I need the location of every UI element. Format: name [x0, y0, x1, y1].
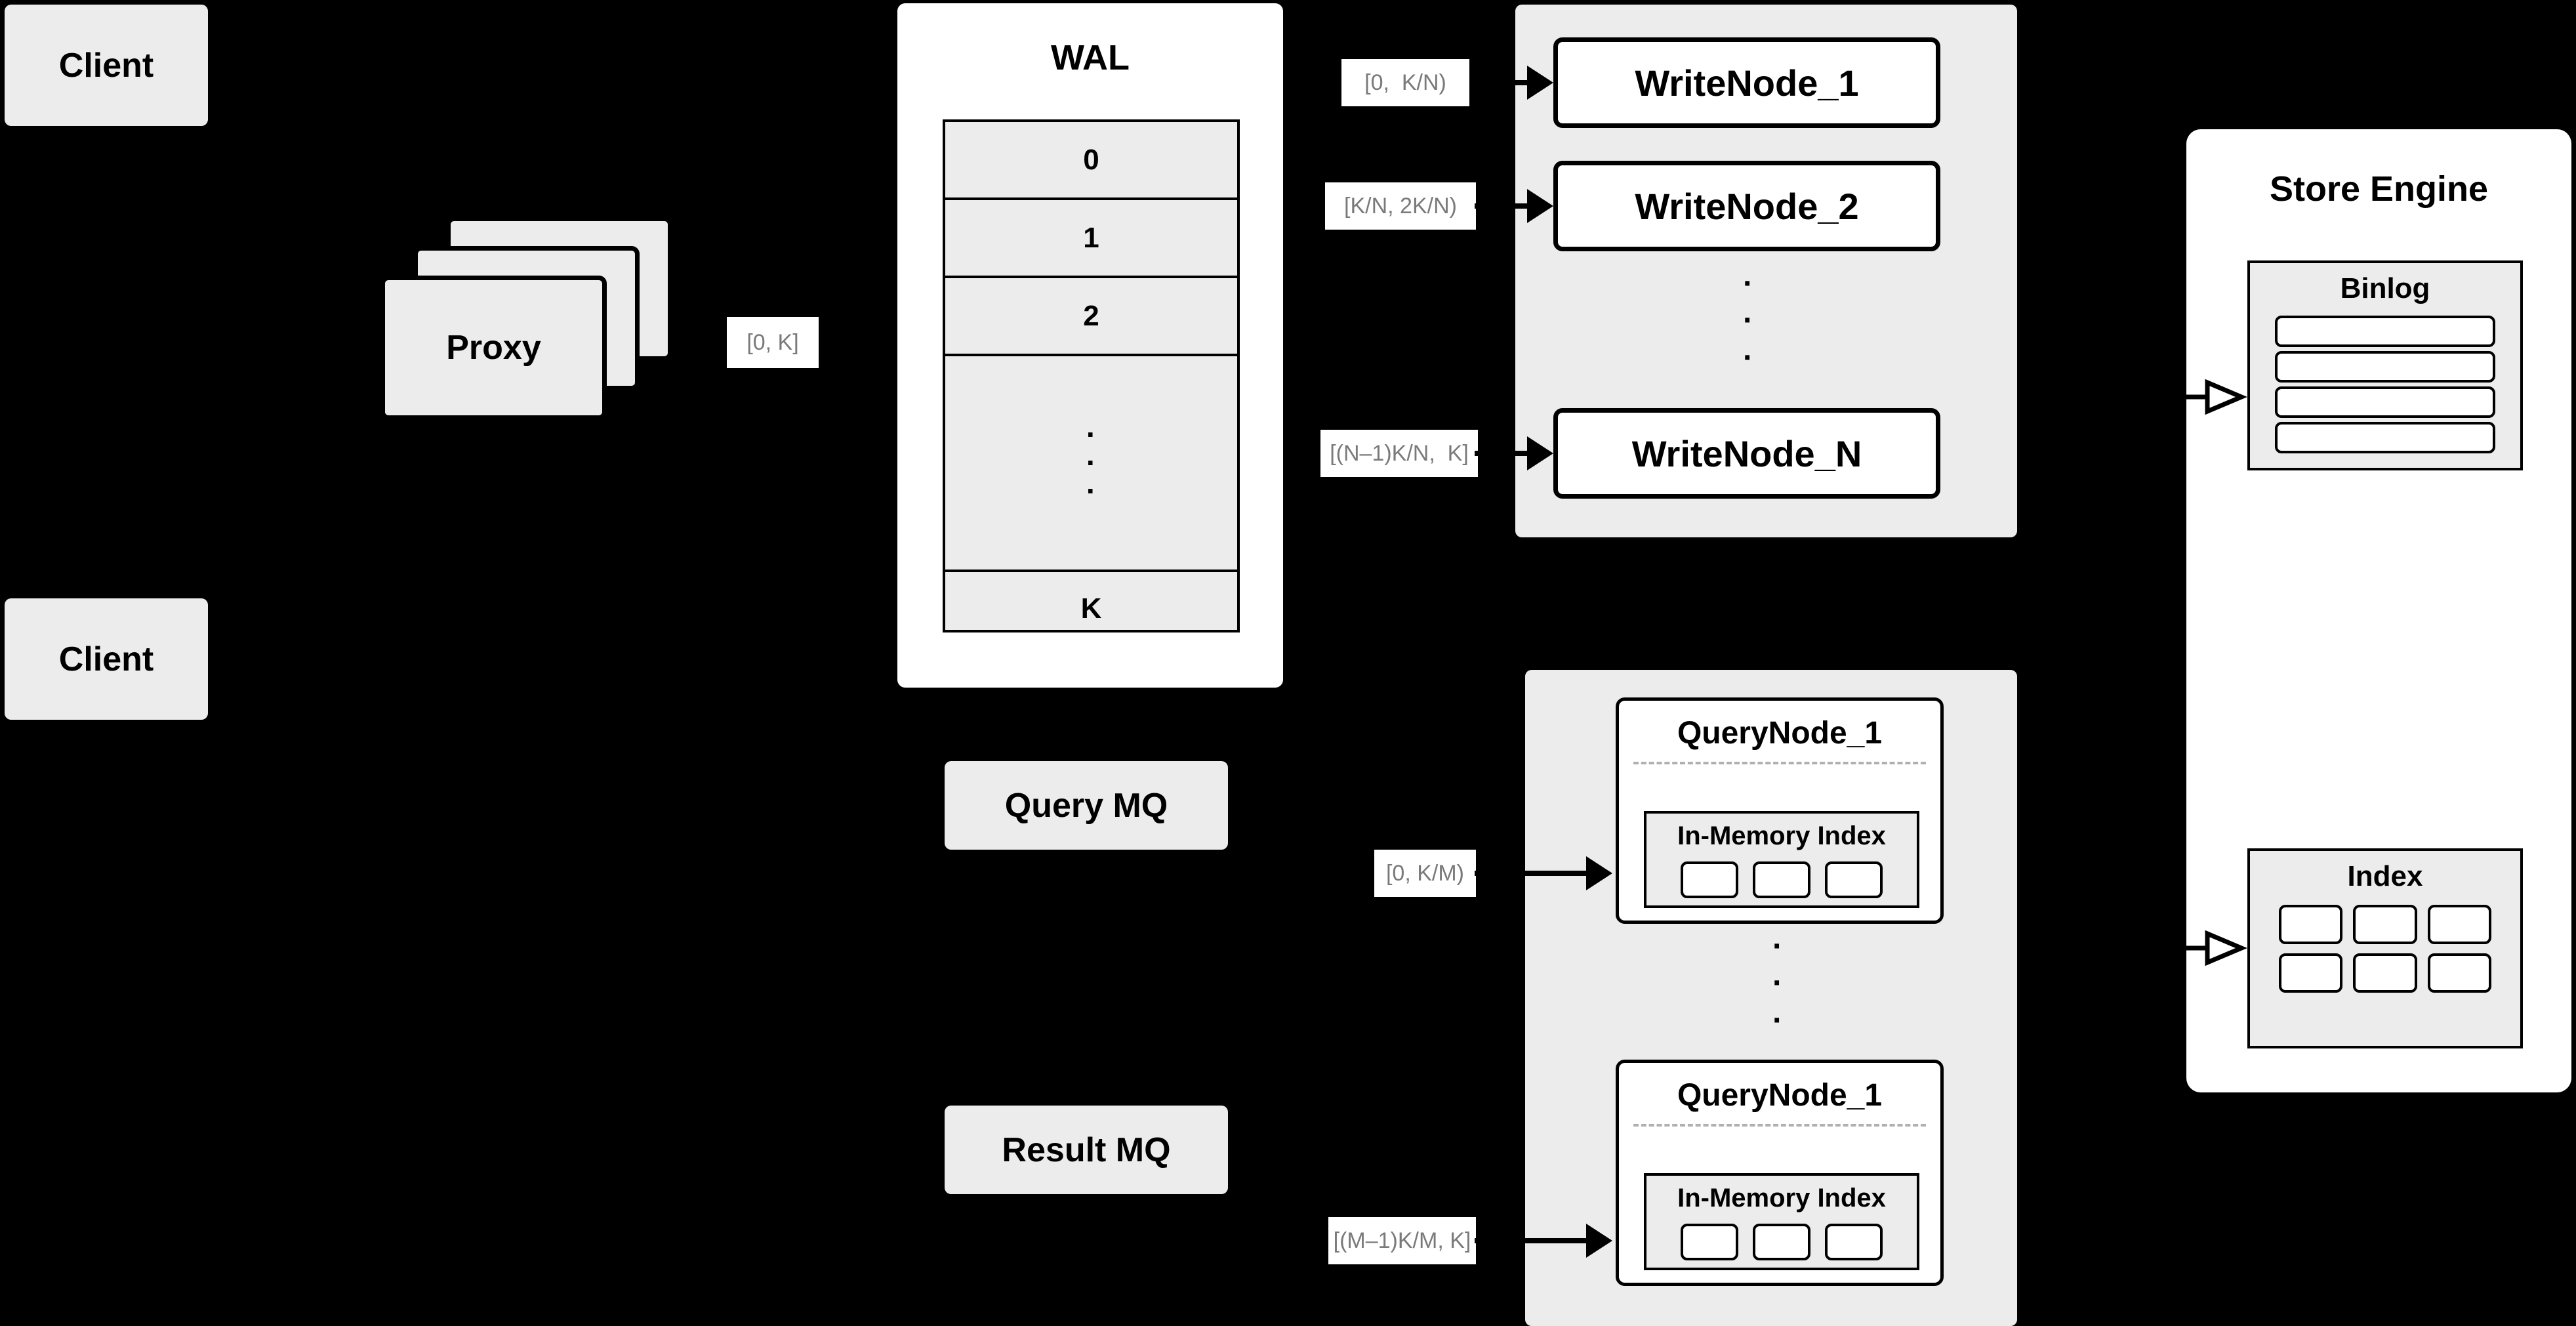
index-cell[interactable] — [1753, 861, 1810, 898]
client-label: Client — [58, 640, 154, 678]
client-box-1[interactable]: Client — [5, 5, 208, 126]
query-node-ellipsis-dot: · — [1772, 1003, 1783, 1038]
range-label-write-node-n: [(N–1)K/N, K] — [1320, 430, 1478, 477]
write-node-ellipsis-dot: · — [1743, 303, 1753, 339]
result-mq-box[interactable]: Result MQ — [945, 1106, 1228, 1194]
index-cell[interactable] — [2279, 905, 2343, 944]
wal-entry-label: 0 — [1083, 143, 1099, 176]
write-node-label: WriteNode_1 — [1635, 62, 1859, 104]
wal-entry-label: K — [1080, 592, 1102, 625]
write-node-label: WriteNode_N — [1631, 432, 1862, 474]
index-cell[interactable] — [2427, 905, 2491, 944]
index-cell[interactable] — [2353, 905, 2417, 944]
write-node-n-box[interactable]: WriteNode_N — [1553, 408, 1940, 499]
arrow-to-query-node-1 — [1475, 856, 1612, 890]
query-node-label: QueryNode_1 — [1677, 1078, 1883, 1113]
index-cell[interactable] — [1681, 861, 1738, 898]
index-cell[interactable] — [1825, 861, 1883, 898]
in-memory-index-box: In-Memory Index — [1644, 811, 1919, 908]
query-node-ellipsis-dot: · — [1772, 929, 1783, 964]
write-node-ellipsis-dot: · — [1743, 340, 1753, 375]
in-memory-index-label: In-Memory Index — [1677, 1184, 1886, 1212]
arrow-to-query-node-m — [1475, 1224, 1612, 1258]
index-cell[interactable] — [1753, 1224, 1810, 1260]
index-cell[interactable] — [1681, 1224, 1738, 1260]
proxy-stack[interactable]: Proxy — [380, 217, 682, 420]
write-node-2-box[interactable]: WriteNode_2 — [1553, 161, 1940, 251]
store-engine-panel: Store Engine Binlog Index — [2186, 129, 2571, 1092]
index-cell[interactable] — [2353, 953, 2417, 993]
range-label-write-node-1: [0, K/N) — [1341, 59, 1469, 106]
query-mq-label: Query MQ — [1004, 786, 1168, 825]
client-label: Client — [58, 46, 154, 85]
binlog-row[interactable] — [2275, 316, 2495, 347]
binlog-title: Binlog — [2340, 272, 2430, 304]
query-node-divider — [1633, 1124, 1926, 1127]
wal-entry-row[interactable]: 1 — [945, 200, 1237, 278]
wal-entry-label: 1 — [1083, 221, 1099, 254]
range-label-text: [0, K] — [746, 329, 799, 355]
wal-entry-row-ellipsis: · · · — [945, 356, 1237, 572]
store-engine-title: Store Engine — [2269, 169, 2489, 209]
client-box-2[interactable]: Client — [5, 598, 208, 720]
index-cell[interactable] — [2279, 953, 2343, 993]
range-label-query-node-m: [(M–1)K/M, K] — [1328, 1217, 1476, 1264]
query-node-divider — [1633, 762, 1926, 764]
in-memory-index-box: In-Memory Index — [1644, 1173, 1919, 1270]
binlog-box: Binlog — [2247, 260, 2523, 470]
wal-panel: WAL 0 1 2 · · · K — [897, 3, 1283, 688]
index-cell[interactable] — [2427, 953, 2491, 993]
binlog-row[interactable] — [2275, 351, 2495, 383]
arrow-to-write-node-2 — [1475, 189, 1553, 223]
wal-ellipsis-icon: · · · — [1086, 417, 1097, 508]
arrow-to-binlog — [2168, 377, 2253, 417]
wal-entry-row[interactable]: 0 — [945, 122, 1237, 200]
wal-entry-label: 2 — [1083, 299, 1099, 332]
proxy-label: Proxy — [446, 329, 541, 367]
range-label-query-node-1: [0, K/M) — [1374, 850, 1476, 897]
write-node-ellipsis-dot: · — [1743, 266, 1753, 301]
arrow-to-write-node-1 — [1475, 66, 1553, 100]
query-node-1-box[interactable]: QueryNode_1 In-Memory Index — [1616, 697, 1944, 924]
range-label-text: [(N–1)K/N, K] — [1330, 440, 1469, 466]
range-label-write-node-2: [K/N, 2K/N) — [1325, 182, 1476, 230]
wal-entry-row[interactable]: 2 — [945, 278, 1237, 356]
range-label-proxy-to-wal: [0, K] — [727, 317, 819, 368]
arrow-to-write-node-n — [1475, 436, 1553, 470]
wal-title: WAL — [1051, 38, 1130, 77]
write-node-label: WriteNode_2 — [1635, 185, 1859, 227]
result-mq-label: Result MQ — [1002, 1130, 1171, 1169]
write-node-1-box[interactable]: WriteNode_1 — [1553, 37, 1940, 128]
range-label-text: [K/N, 2K/N) — [1344, 193, 1457, 218]
index-cell[interactable] — [1825, 1224, 1883, 1260]
wal-ellipsis-dot: · — [1086, 474, 1097, 508]
in-memory-index-label: In-Memory Index — [1677, 821, 1886, 850]
query-node-ellipsis-dot: · — [1772, 966, 1783, 1001]
wal-entry-row[interactable]: K — [945, 572, 1237, 646]
query-node-ellipsis-icon: · · · — [1742, 929, 1814, 1038]
range-label-text: [0, K/M) — [1385, 860, 1465, 886]
arrow-to-index — [2168, 928, 2253, 968]
query-node-m-box[interactable]: QueryNode_1 In-Memory Index — [1616, 1060, 1944, 1286]
range-label-text: [0, K/N) — [1364, 70, 1446, 95]
binlog-row[interactable] — [2275, 422, 2495, 453]
range-label-text: [(M–1)K/M, K] — [1333, 1228, 1471, 1253]
wal-ellipsis-dot: · — [1086, 445, 1097, 480]
index-box: Index — [2247, 848, 2523, 1048]
query-node-label: QueryNode_1 — [1677, 716, 1883, 751]
binlog-row[interactable] — [2275, 386, 2495, 418]
index-title: Index — [2347, 860, 2423, 892]
write-node-ellipsis-icon: · · · — [1712, 266, 1784, 375]
wal-entry-table: 0 1 2 · · · K — [943, 119, 1240, 632]
wal-ellipsis-dot: · — [1086, 417, 1097, 451]
proxy-stack-layer-1[interactable]: Proxy — [380, 276, 607, 420]
query-mq-box[interactable]: Query MQ — [945, 761, 1228, 850]
